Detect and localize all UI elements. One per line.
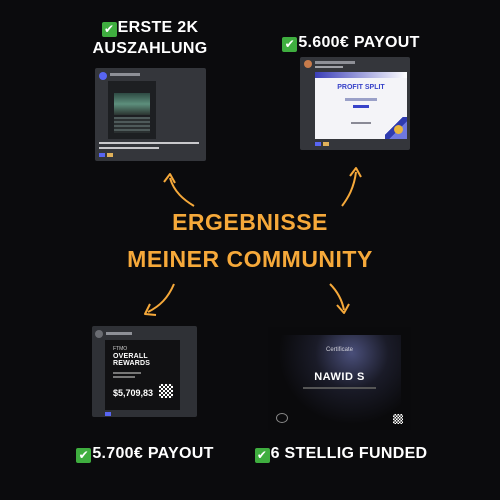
- seal-icon: [394, 125, 403, 134]
- qr-code-icon: [159, 384, 173, 398]
- message-text-line: [99, 147, 159, 149]
- caption-first-payout: ✔ERSTE 2K AUSZAHLUNG: [88, 17, 212, 59]
- screenshot-profit-split: PROFIT SPLIT: [300, 57, 410, 150]
- curved-arrow-icon: [341, 167, 362, 207]
- profit-split-certificate: PROFIT SPLIT: [315, 72, 407, 139]
- caption-first-payout-line1: ERSTE 2K: [117, 19, 199, 36]
- rewards-amount: $5,709,83: [113, 388, 154, 398]
- caption-payout-5700: ✔5.700€ PAYOUT: [66, 443, 224, 464]
- screenshot-first-payout: [95, 68, 206, 161]
- center-title-line1: ERGEBNISSE: [172, 209, 328, 235]
- certificate-holder-name: NAWID S: [314, 371, 365, 383]
- certificate-header-bar: [315, 72, 407, 78]
- ftmo-logo: FTMO: [113, 346, 128, 352]
- screenshot-funded-certificate: Certificate NAWID S: [268, 327, 411, 430]
- qr-code-icon: [393, 414, 403, 424]
- caption-funded-text: 6 STELLIG FUNDED: [270, 445, 428, 462]
- monitor-rows: [114, 117, 150, 133]
- rewards-card: FTMO OVERALL REWARDS $5,709,83: [105, 340, 180, 410]
- caption-payout-5600-text: 5.600€ PAYOUT: [298, 34, 420, 51]
- certificate-subtext: [303, 387, 376, 389]
- check-mark-icon: ✔: [254, 448, 270, 463]
- avatar: [95, 330, 103, 338]
- reaction-icon: [323, 142, 329, 146]
- rewards-text-line: [113, 376, 135, 378]
- username-line: [110, 73, 140, 76]
- screenshot-overall-rewards: FTMO OVERALL REWARDS $5,709,83: [92, 326, 197, 417]
- signature-icon: [276, 413, 288, 423]
- certificate-name-line: [345, 98, 377, 101]
- rewards-text-line: [113, 372, 141, 374]
- curved-arrow-icon: [329, 283, 350, 314]
- caption-payout-5600: ✔5.600€ PAYOUT: [270, 32, 432, 53]
- curved-arrow-icon: [163, 173, 195, 207]
- reaction-icon: [99, 153, 105, 157]
- caption-funded: ✔6 STELLIG FUNDED: [250, 443, 432, 464]
- caption-first-payout-line2: AUSZAHLUNG: [92, 40, 208, 57]
- center-title-line2: MEINER COMMUNITY: [127, 246, 373, 272]
- reaction-icon: [315, 142, 321, 146]
- message-text-line: [99, 142, 199, 144]
- message-line: [315, 66, 343, 68]
- caption-payout-5700-text: 5.700€ PAYOUT: [92, 445, 214, 462]
- check-mark-icon: ✔: [101, 22, 117, 37]
- curved-arrow-icon: [144, 283, 175, 316]
- reaction-icon: [105, 412, 111, 416]
- avatar: [99, 72, 107, 80]
- check-mark-icon: ✔: [76, 448, 92, 463]
- username-line: [106, 332, 132, 335]
- certificate-title: PROFIT SPLIT: [337, 84, 385, 91]
- certificate-amount-line: [353, 105, 369, 108]
- certificate-signature: [351, 122, 371, 124]
- certificate-logo: Certificate: [325, 347, 353, 353]
- username-line: [315, 61, 355, 64]
- monitor-screen: [114, 93, 150, 115]
- reaction-icon: [107, 153, 113, 157]
- rewards-heading: OVERALL REWARDS: [113, 353, 151, 367]
- payout-photo: [108, 81, 156, 139]
- avatar: [304, 60, 312, 68]
- check-mark-icon: ✔: [282, 37, 298, 52]
